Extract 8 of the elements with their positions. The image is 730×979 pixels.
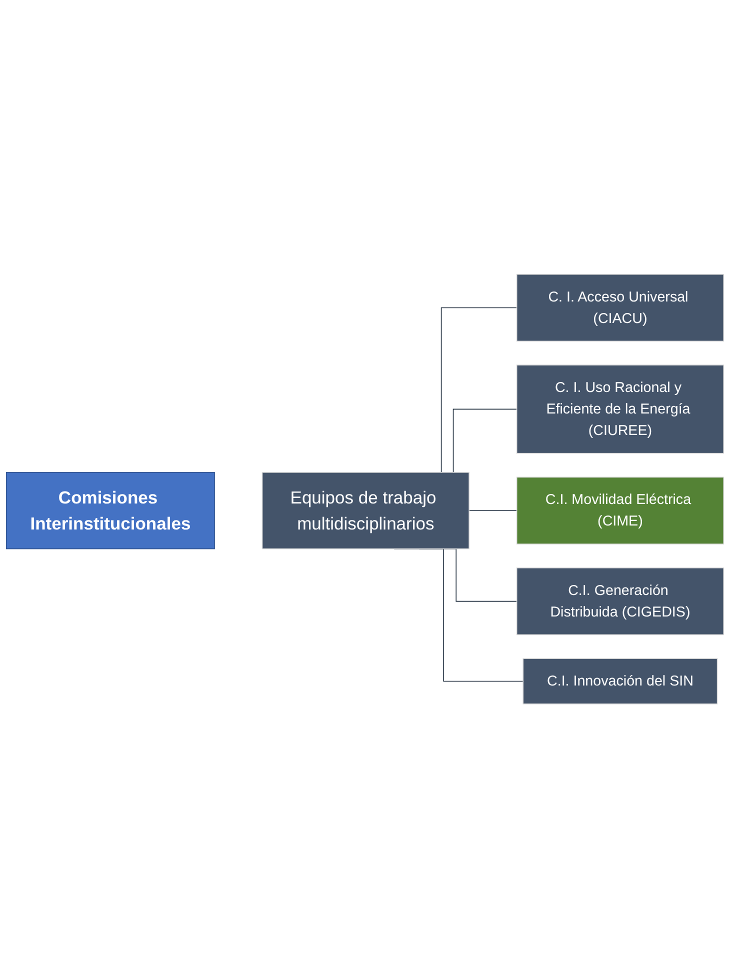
node-box: C. I. Acceso Universal (CIACU) [516, 274, 724, 342]
node-box: C.I. Innovación del SIN [522, 658, 718, 705]
connector [468, 510, 518, 512]
node-box: C. I. Uso Racional y Eficiente de la Energía (CIUREE) [516, 365, 724, 454]
node-box: C.I. Movilidad Eléctrica (CIME) [516, 477, 724, 545]
node-box: C.I. Generación Distribuida (CIGEDIS) [516, 568, 724, 636]
node-box: Equipos de trabajo multidisciplinarios [262, 472, 470, 550]
node-box: Comisiones Interinstitucionales [6, 472, 215, 550]
